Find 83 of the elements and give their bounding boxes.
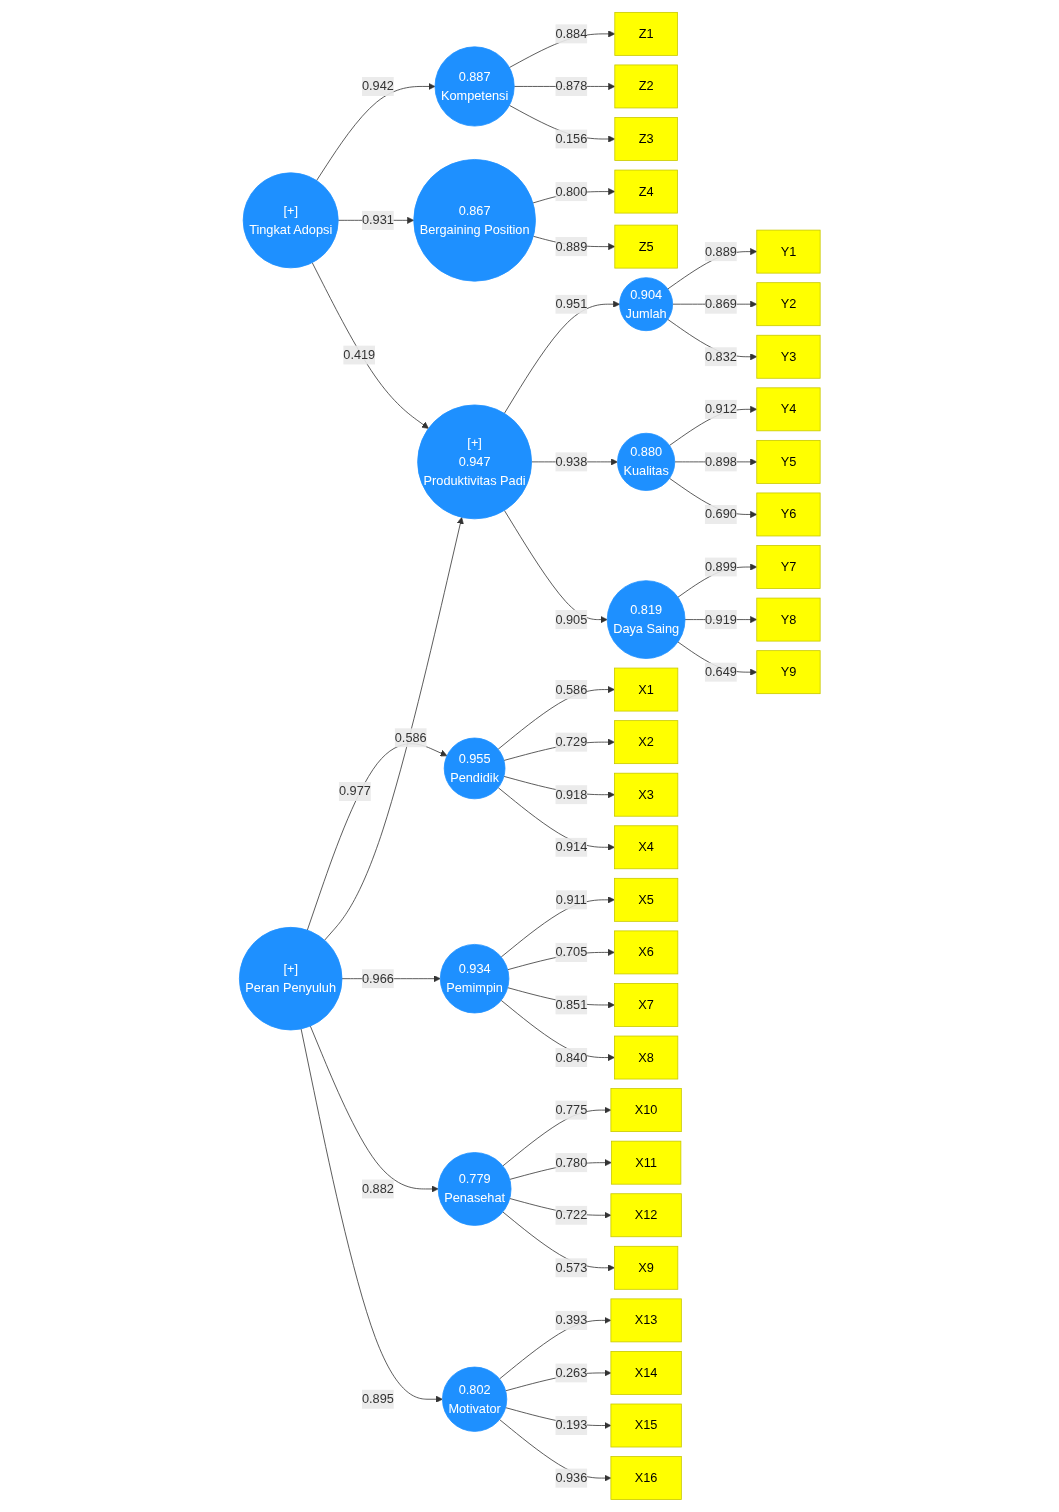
edge-label: 0.977 bbox=[338, 784, 371, 798]
edge-label: 0.840 bbox=[555, 1050, 588, 1064]
edge-label: 0.851 bbox=[555, 997, 588, 1012]
node-box: X7 bbox=[613, 983, 678, 1027]
edge-label: 0.729 bbox=[555, 734, 588, 749]
edge-label: 0.911 bbox=[555, 892, 587, 907]
edge-label: 0.942 bbox=[361, 79, 394, 93]
edge-label: 0.951 bbox=[555, 297, 588, 311]
edge-label: 0.914 bbox=[555, 840, 588, 854]
node-box: Z3 bbox=[614, 117, 678, 161]
node-box: Z1 bbox=[614, 12, 678, 56]
node-box: X10 bbox=[610, 1088, 682, 1133]
node-box: Y5 bbox=[756, 440, 821, 484]
edge-label: 0.938 bbox=[555, 454, 588, 469]
node-box: Y9 bbox=[756, 650, 821, 695]
node-box: Y6 bbox=[756, 492, 821, 537]
node-circle: 0.819 Daya Saing bbox=[606, 580, 686, 659]
edge-label: 0.800 bbox=[555, 184, 588, 198]
edge-label: 0.586 bbox=[394, 730, 427, 745]
edge-label: 0.393 bbox=[555, 1313, 588, 1327]
node-box: X5 bbox=[613, 877, 678, 922]
edge-label: 0.573 bbox=[555, 1260, 588, 1275]
edge-label: 0.899 bbox=[704, 559, 737, 574]
node-box: Z2 bbox=[614, 64, 678, 109]
edge-label: 0.966 bbox=[361, 971, 394, 986]
node-box: Y7 bbox=[756, 545, 821, 589]
edge-label: 0.936 bbox=[555, 1470, 588, 1485]
node-box: X2 bbox=[613, 720, 678, 765]
edge-label: 0.586 bbox=[555, 682, 588, 696]
edge-label: 0.931 bbox=[361, 213, 394, 227]
edge-label: 0.898 bbox=[704, 454, 737, 469]
edge-label: 0.775 bbox=[555, 1102, 588, 1117]
node-circle: [+] Tingkat Adopsi bbox=[242, 172, 339, 269]
edge-label: 0.690 bbox=[704, 507, 737, 521]
edge-label: 0.263 bbox=[555, 1365, 588, 1380]
node-circle: 0.887 Kompetensi bbox=[434, 46, 515, 127]
node-circle: 0.880 Kualitas bbox=[616, 432, 675, 491]
node-circle: 0.779 Penasehat bbox=[437, 1152, 512, 1226]
edge-label: 0.882 bbox=[361, 1181, 394, 1196]
edge-label: 0.419 bbox=[343, 347, 375, 362]
edge-label: 0.649 bbox=[704, 665, 737, 679]
node-box: X16 bbox=[610, 1456, 682, 1500]
node-box: X14 bbox=[610, 1351, 682, 1395]
node-box: X11 bbox=[610, 1140, 681, 1185]
node-circle: 0.934 Pemimpin bbox=[439, 944, 510, 1014]
node-box: X3 bbox=[613, 772, 678, 817]
edge-label: 0.889 bbox=[555, 239, 588, 253]
node-box: Z5 bbox=[614, 224, 678, 269]
edge-label: 0.918 bbox=[555, 787, 588, 802]
edge-label: 0.722 bbox=[555, 1208, 588, 1222]
node-box: Y8 bbox=[756, 597, 821, 642]
node-box: Y3 bbox=[756, 334, 821, 379]
edge-label: 0.878 bbox=[555, 79, 588, 93]
node-circle: [+] 0.947 Produktivitas Padi bbox=[416, 404, 532, 520]
node-box: X1 bbox=[613, 667, 678, 712]
edge-label: 0.869 bbox=[704, 297, 737, 311]
node-circle: [+] Peran Penyuluh bbox=[238, 927, 343, 1031]
node-box: Y4 bbox=[756, 387, 821, 432]
edge-label: 0.919 bbox=[704, 612, 737, 626]
edge-label: 0.884 bbox=[555, 26, 588, 41]
edge-label: 0.832 bbox=[704, 349, 737, 364]
node-box: Y1 bbox=[756, 229, 821, 274]
edge-label: 0.193 bbox=[555, 1418, 588, 1432]
node-box: X12 bbox=[610, 1193, 682, 1238]
node-box: X8 bbox=[613, 1035, 678, 1080]
node-box: Y2 bbox=[756, 282, 821, 327]
edge-label: 0.705 bbox=[555, 945, 588, 959]
node-circle: 0.955 Pendidik bbox=[443, 737, 506, 800]
node-box: X9 bbox=[613, 1245, 678, 1290]
node-circle: 0.802 Motivator bbox=[441, 1366, 507, 1432]
node-circle: 0.904 Jumlah bbox=[618, 277, 673, 332]
edge-label: 0.912 bbox=[704, 402, 737, 416]
edge-label: 0.780 bbox=[555, 1155, 588, 1170]
edge-label: 0.895 bbox=[361, 1392, 394, 1406]
edge-label: 0.156 bbox=[555, 131, 588, 146]
node-box: X15 bbox=[610, 1403, 682, 1448]
node-box: X13 bbox=[610, 1298, 682, 1343]
edge-label: 0.889 bbox=[704, 244, 737, 259]
node-circle: 0.867 Bergaining Position bbox=[413, 159, 536, 282]
node-box: X6 bbox=[613, 930, 678, 975]
node-box: Z4 bbox=[614, 169, 678, 214]
node-box: X4 bbox=[613, 825, 678, 870]
edge-label: 0.905 bbox=[555, 612, 588, 626]
